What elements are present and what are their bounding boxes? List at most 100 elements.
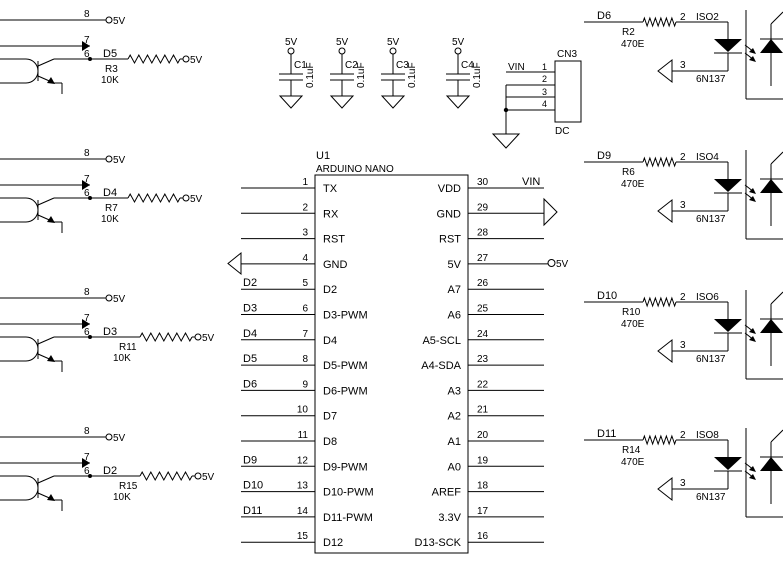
supply-terminal [105, 155, 113, 163]
ground-symbol [445, 95, 471, 109]
u1-left-pin-name: D7 [323, 411, 337, 423]
capacitor-ref: C3 [396, 60, 409, 71]
capacitor-value: 0.1uF [407, 62, 418, 88]
u1-body [314, 174, 469, 554]
u1-left-pin-name: D9-PWM [323, 461, 368, 473]
u1-left-pin-name: RX [323, 208, 339, 220]
part-number: 6N137 [696, 214, 726, 225]
cn3-pin-3: 3 [542, 87, 547, 97]
u1-left-pin-number: 3 [302, 228, 308, 239]
pullup-resistor [127, 53, 181, 65]
supply-terminal [547, 259, 556, 267]
u1-right-pin-name: GND [437, 208, 462, 220]
emitter-arrow [47, 494, 55, 501]
supply-terminal [194, 472, 202, 480]
detector-diode [760, 179, 783, 193]
supply-label: 5V [202, 472, 215, 483]
capacitor-supply-terminal [338, 47, 346, 55]
capacitor-supply-terminal [389, 47, 397, 55]
resistor-value: 10K [101, 214, 119, 225]
u1-right-pin-number: 29 [477, 202, 489, 213]
connector-cn3: CN3 DC VIN 1 2 3 4 [491, 49, 582, 149]
resistor-ref: R11 [119, 342, 137, 353]
supply-terminal [105, 294, 113, 302]
u1-pins: 1TX2RX3RST4GND5D2D26D3-PWMD37D4D48D5-PWM… [241, 177, 548, 549]
u1-right-pin-name: A7 [448, 284, 461, 296]
u1-right-pin-name: A4-SDA [421, 360, 461, 372]
u1-right-pin-name: AREF [432, 487, 462, 499]
supply-terminal [105, 433, 113, 441]
u1-left-net-label: D10 [243, 480, 263, 492]
supply-terminal [194, 333, 202, 341]
net-label: D9 [597, 150, 611, 162]
supply-label: 5V [113, 16, 126, 27]
u1-left-pin-number: 5 [302, 278, 308, 289]
part-number: 6N137 [696, 74, 726, 85]
pin-number: 7 [84, 174, 90, 185]
u1-left-pin-name: D5-PWM [323, 360, 368, 372]
u1-right-pin-number: 30 [477, 177, 489, 188]
ground-symbol [278, 95, 304, 109]
capacitor-value: 0.1uF [356, 62, 367, 88]
u1-left-net-label: D2 [243, 277, 257, 289]
u1-left-net-label: D6 [243, 378, 257, 390]
u1-right-pin-number: 21 [477, 405, 489, 416]
pin-arrow [82, 319, 90, 329]
input-loop-wire [0, 475, 39, 501]
pullup-resistor [139, 470, 193, 482]
ground-arrow [657, 476, 673, 502]
capacitor-supply-terminal [454, 47, 462, 55]
u1-right-pin-name: A0 [448, 461, 461, 473]
u1-left-pin-number: 6 [302, 304, 308, 315]
u1-left-pin-name: D2 [323, 284, 337, 296]
u1-left-pin-name: D12 [323, 537, 343, 549]
u1-left-pin-number: 11 [298, 430, 309, 441]
ground-symbol [380, 95, 406, 109]
led-diode [714, 457, 742, 470]
u1-left-pin-number: 7 [302, 329, 308, 340]
arduino-nano-u1: U1 ARDUINO NANO 1TX2RX3RST4GND5D2D26D3-P… [241, 150, 548, 554]
series-resistor [642, 16, 677, 28]
resistor-value: 470E [621, 457, 645, 468]
u1-left-pin-name: TX [323, 183, 338, 195]
u1-right-pin-name: D13-SCK [415, 537, 462, 549]
pin-number: 6 [84, 188, 90, 199]
led-diode [714, 179, 742, 192]
net-label: D2 [103, 465, 117, 477]
pin-number: 3 [680, 340, 686, 351]
pin-number: 2 [680, 292, 686, 303]
u1-left-net-label: D11 [243, 505, 262, 517]
cn3-label: DC [555, 126, 569, 137]
u1-right-pin-number: 17 [477, 506, 489, 517]
resistor-value: 470E [621, 179, 645, 190]
detector-diode [760, 319, 783, 333]
gnd-arrow-right [543, 197, 558, 227]
u1-ref: U1 [316, 150, 330, 162]
u1-left-pin-number: 14 [297, 506, 309, 517]
cn3-pin-4: 4 [542, 99, 547, 109]
resistor-value: 470E [621, 39, 645, 50]
u1-left-pin-name: GND [323, 259, 348, 271]
ground-arrow [657, 198, 673, 224]
u1-left-pin-name: D11-PWM [323, 512, 373, 524]
capacitor-supply-label: 5V [285, 37, 298, 48]
series-resistor [642, 156, 677, 168]
u1-left-pin-number: 4 [302, 253, 308, 264]
u1-right-pin-name: A3 [448, 385, 461, 397]
supply-label: 5V [113, 433, 126, 444]
u1-left-pin-number: 1 [302, 177, 308, 188]
u1-right-pin-name: A1 [448, 436, 461, 448]
ground-arrow [657, 338, 673, 364]
u1-left-pin-number: 9 [302, 379, 308, 390]
